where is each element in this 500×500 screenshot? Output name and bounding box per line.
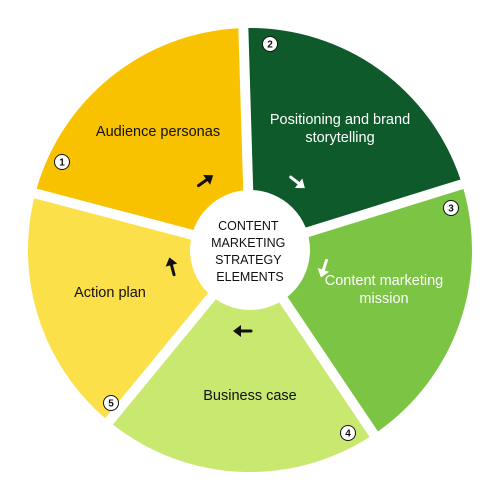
flow-arrow-icon bbox=[196, 174, 214, 188]
segment-label-4: Business case bbox=[203, 388, 297, 404]
center-line-2: MARKETING bbox=[211, 236, 285, 250]
center-line-3: STRATEGY bbox=[215, 253, 282, 267]
segment-label-2-line-2: storytelling bbox=[305, 130, 374, 146]
segment-label-2-line-1: Positioning and brand bbox=[270, 112, 410, 128]
wedge-5 bbox=[28, 198, 211, 419]
step-badge-1 bbox=[54, 154, 70, 170]
segment-label-3-line-2: mission bbox=[359, 291, 408, 307]
wedge-3 bbox=[285, 189, 473, 432]
wedge-4 bbox=[112, 296, 370, 472]
step-number-4: 4 bbox=[345, 429, 351, 440]
segment-label-3-line-1: Content marketing bbox=[325, 273, 443, 289]
step-badge-4 bbox=[340, 425, 356, 441]
segment-label-3: Content marketing mission bbox=[325, 273, 443, 307]
center-line-1: CONTENT bbox=[218, 219, 279, 233]
center-circle bbox=[190, 190, 310, 310]
wedge-layer bbox=[28, 28, 473, 472]
flow-arrow-icon bbox=[233, 325, 253, 337]
segment-label-5-line-1: Action plan bbox=[74, 285, 146, 301]
center-line-4: ELEMENTS bbox=[216, 270, 283, 284]
step-number-2: 2 bbox=[267, 40, 273, 51]
segment-label-1-line-1: Audience personas bbox=[96, 124, 220, 140]
step-badge-2 bbox=[262, 36, 278, 52]
step-number-5: 5 bbox=[108, 399, 114, 410]
flow-arrow-icon bbox=[317, 258, 330, 278]
wedge-2 bbox=[248, 28, 461, 229]
flow-arrow-icon bbox=[165, 257, 178, 277]
segment-label-4-line-1: Business case bbox=[203, 388, 297, 404]
step-number-1: 1 bbox=[59, 158, 65, 169]
segment-label-2: Positioning and brand storytelling bbox=[270, 112, 410, 146]
center-label: CONTENT MARKETING STRATEGY ELEMENTS bbox=[211, 219, 289, 284]
wedge-1 bbox=[36, 28, 244, 231]
step-badge-3 bbox=[443, 200, 459, 216]
flow-arrow-icon bbox=[289, 175, 305, 189]
segment-label-5: Action plan bbox=[74, 285, 146, 301]
label-layer: Audience personas 1 Positioning and brand s… bbox=[54, 36, 459, 441]
step-number-3: 3 bbox=[448, 204, 454, 215]
step-badge-5 bbox=[103, 395, 119, 411]
segment-label-1: Audience personas bbox=[96, 124, 220, 140]
